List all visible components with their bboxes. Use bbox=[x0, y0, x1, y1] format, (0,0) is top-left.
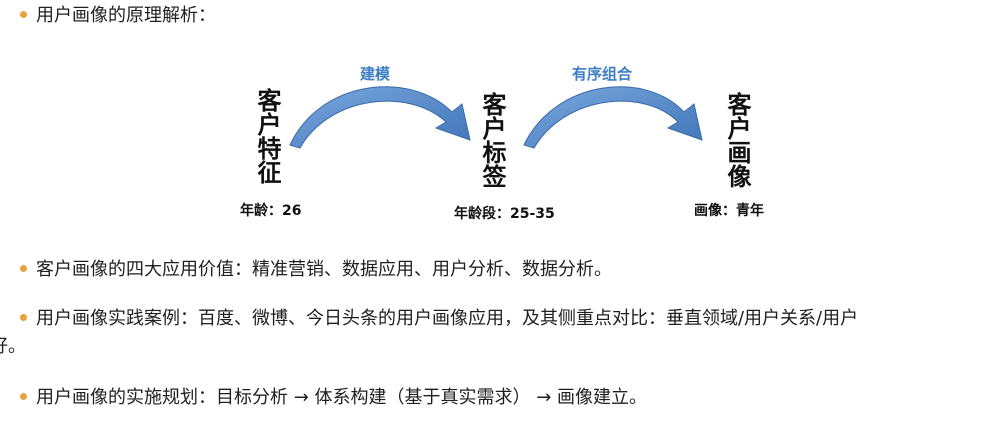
bullet-item-cases: 用户画像实践案例：百度、微博、今日头条的用户画像应用，及其侧重点对比：垂直领域/… bbox=[20, 305, 858, 333]
bullet-dot bbox=[20, 10, 27, 18]
arrow-label-ordered-combination: 有序组合 bbox=[572, 65, 633, 83]
curved-arrow-1 bbox=[289, 86, 471, 149]
bullet-text: 客户画像的四大应用价值：精准营销、数据应用、用户分析、数据分析。 bbox=[36, 259, 612, 280]
bullet-dot bbox=[20, 264, 27, 272]
caption-portrait: 画像：青年 bbox=[694, 203, 764, 219]
bullet-item-plan: 用户画像的实施规划：目标分析 → 体系构建（基于真实需求） → 画像建立。 bbox=[20, 384, 647, 412]
bullet-item-principle: 用户画像的原理解析： bbox=[20, 2, 216, 30]
bullet-text: 用户画像实践案例：百度、微博、今日头条的用户画像应用，及其侧重点对比：垂直领域/… bbox=[36, 308, 859, 329]
bullet-item-cases-wrap: 好。 bbox=[0, 336, 26, 357]
node-customer-portrait: 客户画像 bbox=[723, 92, 752, 188]
arrow-label-modeling: 建模 bbox=[360, 65, 391, 83]
node-customer-features: 客户特征 bbox=[253, 88, 282, 184]
node-customer-tags: 客户标签 bbox=[478, 92, 507, 188]
bullet-dot bbox=[20, 313, 27, 321]
caption-age: 年龄：26 bbox=[240, 203, 302, 219]
curved-arrow-2 bbox=[523, 86, 703, 149]
bullet-item-value: 客户画像的四大应用价值：精准营销、数据应用、用户分析、数据分析。 bbox=[20, 256, 612, 284]
bullet-text: 用户画像的实施规划：目标分析 → 体系构建（基于真实需求） → 画像建立。 bbox=[36, 387, 648, 408]
caption-age-range: 年龄段：25-35 bbox=[454, 206, 555, 222]
bullet-dot bbox=[20, 392, 27, 400]
bullet-text: 用户画像的原理解析： bbox=[36, 5, 216, 26]
